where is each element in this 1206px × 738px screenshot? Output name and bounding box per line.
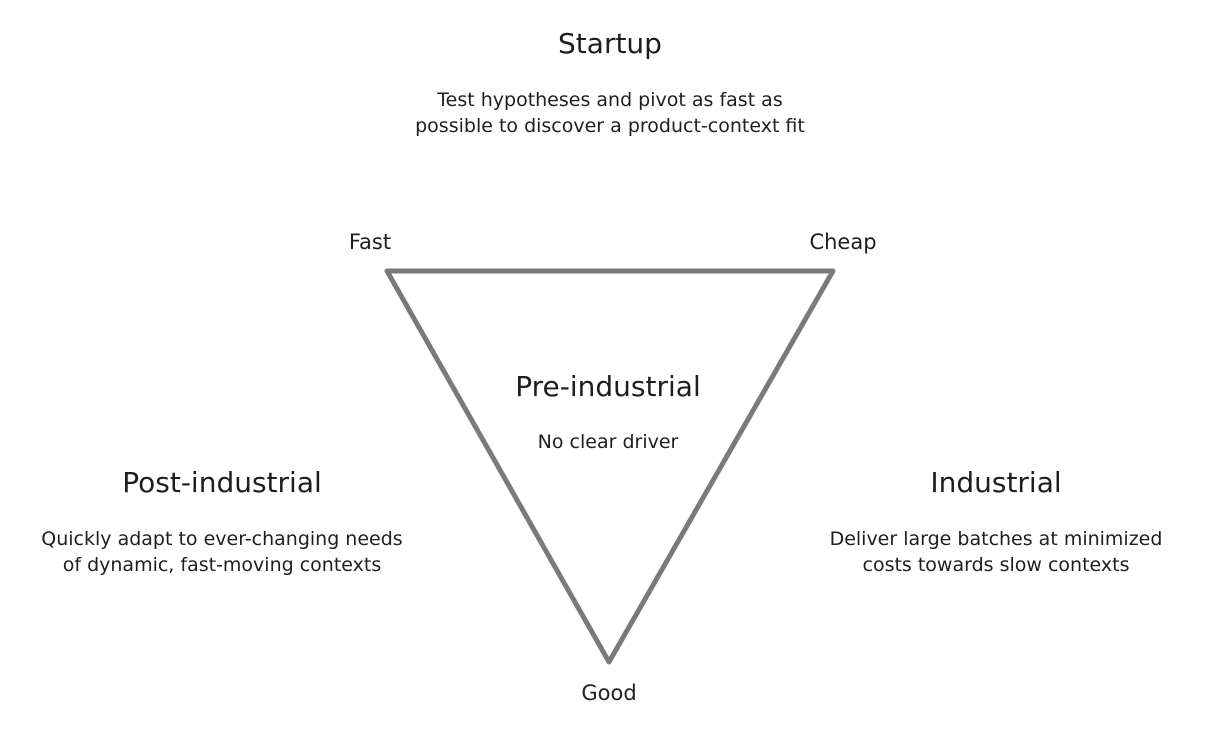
startup-title: Startup — [558, 27, 662, 60]
post-industrial-title: Post-industrial — [122, 466, 322, 499]
startup-description: Test hypotheses and pivot as fast as pos… — [415, 89, 805, 137]
post-industrial-description: Quickly adapt to ever-changing needs of … — [41, 528, 403, 576]
corner-label-fast: Fast — [348, 230, 392, 254]
inverted-triangle — [384, 268, 836, 665]
corner-label-cheap: Cheap — [809, 230, 877, 254]
industrial-description: Deliver large batches at minimized costs… — [829, 528, 1163, 576]
pre-industrial-description: No clear driver — [537, 431, 679, 453]
corner-label-good: Good — [581, 681, 637, 705]
pre-industrial-title: Pre-industrial — [515, 370, 701, 403]
industrial-title: Industrial — [930, 466, 1062, 499]
